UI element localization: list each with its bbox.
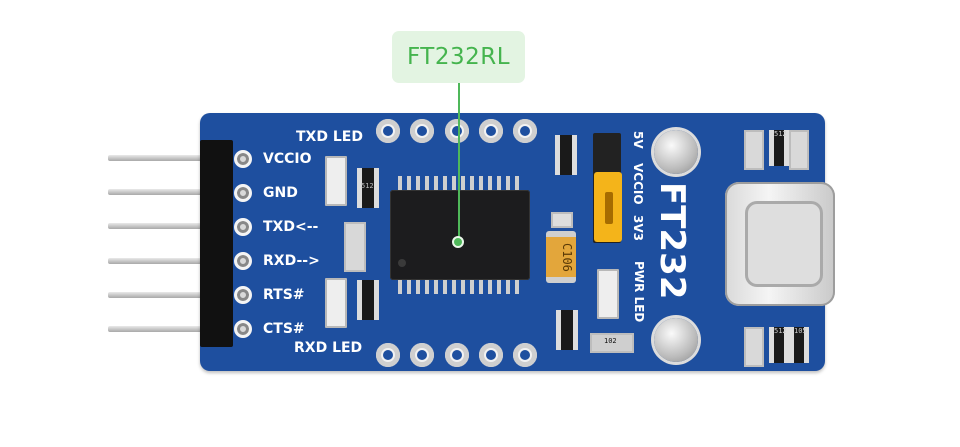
chip-leg (515, 280, 519, 294)
chip-leg (416, 280, 420, 294)
jumper-label-5v: 5V (631, 131, 645, 149)
smd-code-512-b: 512 (774, 327, 787, 335)
chip-leg (443, 280, 447, 294)
chip-leg (488, 176, 492, 190)
chip-leg (443, 176, 447, 190)
smd-capacitor-1 (344, 222, 366, 272)
pin-label-rts: RTS# (263, 287, 305, 303)
callout-label: FT232RL (406, 44, 511, 70)
header-pin-6 (108, 326, 208, 332)
callout-dot (452, 236, 464, 248)
pin-pad-1 (234, 150, 252, 168)
pin-label-txd: TXD<-- (263, 219, 319, 235)
bottom-hole-2 (410, 343, 434, 367)
smd-code-512-c: 512 (361, 182, 374, 190)
rxd-led-label: RXD LED (294, 340, 363, 356)
chip-leg (470, 280, 474, 294)
bottom-hole-4 (479, 343, 503, 367)
pin-header (200, 140, 233, 347)
bottom-hole-5 (513, 343, 537, 367)
header-pin-5 (108, 292, 208, 298)
smd-part-2 (590, 333, 634, 353)
chip-leg (488, 280, 492, 294)
pwr-led (597, 269, 619, 319)
chip-leg (407, 176, 411, 190)
usb-c-port (745, 201, 823, 287)
header-pin-4 (108, 258, 208, 264)
chip-leg (461, 280, 465, 294)
chip-leg (434, 280, 438, 294)
jumper-slot (605, 192, 613, 224)
ft232rl-callout: FT232RL (392, 31, 525, 83)
resistor-105: 105 (789, 327, 809, 363)
mounting-screw-bottom (654, 318, 698, 362)
smd-code-102: 102 (604, 337, 617, 345)
chip-leg (425, 176, 429, 190)
smd-part-4 (789, 130, 809, 170)
chip-leg (506, 176, 510, 190)
resistor-512-top: 512 (769, 130, 789, 166)
chip-leg (497, 176, 501, 190)
pin-pad-3 (234, 218, 252, 236)
top-hole-2 (410, 119, 434, 143)
chip-leg (461, 176, 465, 190)
pin-label-gnd: GND (263, 185, 298, 201)
chip-leg (407, 280, 411, 294)
callout-leader-line (458, 83, 460, 243)
pin-label-vccio: VCCIO (263, 151, 312, 167)
pin-pad-2 (234, 184, 252, 202)
bottom-hole-1 (376, 343, 400, 367)
top-hole-3 (445, 119, 469, 143)
header-pin-3 (108, 223, 208, 229)
chip-notch (398, 259, 406, 267)
txd-led-label: TXD LED (296, 129, 363, 145)
chip-leg (470, 176, 474, 190)
pin-label-rxd: RXD--> (263, 253, 320, 269)
smd-code-512-a: 512 (774, 130, 787, 138)
header-pin-1 (108, 155, 208, 161)
resistor-top-right (555, 135, 577, 175)
chip-leg (452, 280, 456, 294)
header-pin-2 (108, 189, 208, 195)
resistor-txd (357, 168, 379, 208)
mounting-screw-top (654, 130, 698, 174)
rxd-led (325, 278, 347, 328)
txd-led (325, 156, 347, 206)
jumper-label-3v3: 3V3 (631, 215, 645, 241)
smd-part-5 (744, 327, 764, 367)
chip-leg (398, 280, 402, 294)
smd-code-105: 105 (794, 327, 807, 335)
chip-leg (425, 280, 429, 294)
chip-leg (416, 176, 420, 190)
resistor-rxd (357, 280, 379, 320)
chip-leg (479, 280, 483, 294)
chip-leg (515, 176, 519, 190)
chip-leg (479, 176, 483, 190)
pin-pad-4 (234, 252, 252, 270)
chip-leg (452, 176, 456, 190)
chip-leg (434, 176, 438, 190)
capacitor-c106: C106 (546, 231, 576, 283)
board-title: FT232 (652, 182, 692, 300)
pin-pad-5 (234, 286, 252, 304)
resistor-512-bottom: 512 (769, 327, 789, 363)
top-hole-4 (479, 119, 503, 143)
smd-part-1 (551, 212, 573, 228)
top-hole-5 (513, 119, 537, 143)
ft232rl-chip (390, 190, 530, 280)
chip-leg (497, 280, 501, 294)
jumper-label-vccio: VCCIO (631, 163, 645, 205)
resistor-bottom-right (556, 310, 578, 350)
chip-leg (506, 280, 510, 294)
chip-leg (398, 176, 402, 190)
bottom-hole-3 (445, 343, 469, 367)
smd-part-3 (744, 130, 764, 170)
pin-label-cts: CTS# (263, 321, 305, 337)
pin-pad-6 (234, 320, 252, 338)
top-hole-1 (376, 119, 400, 143)
pwr-led-label: PWR LED (632, 261, 646, 323)
capacitor-label: C106 (560, 243, 574, 272)
